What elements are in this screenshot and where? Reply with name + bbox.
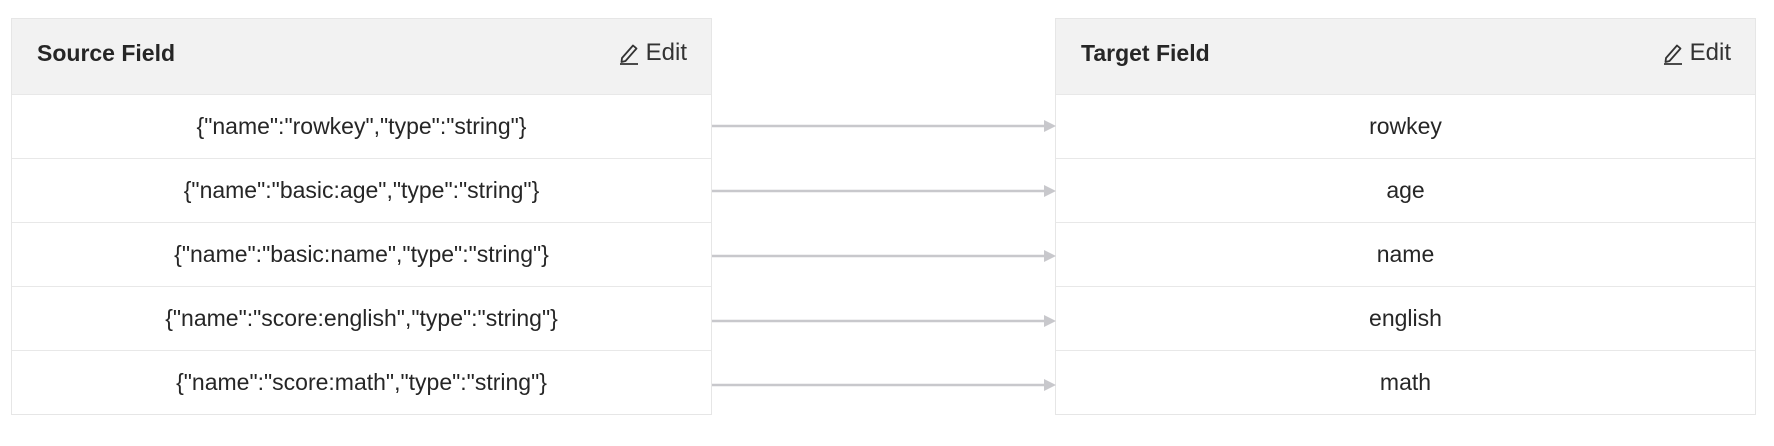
mapping-arrow bbox=[712, 185, 1056, 197]
source-row: {"name":"rowkey","type":"string"} bbox=[12, 94, 711, 158]
target-edit-button[interactable]: Edit bbox=[1662, 39, 1731, 67]
mapping-arrow bbox=[712, 250, 1056, 262]
source-row: {"name":"score:math","type":"string"} bbox=[12, 350, 711, 414]
target-edit-label: Edit bbox=[1689, 39, 1731, 66]
target-row: english bbox=[1056, 286, 1755, 350]
mapping-arrow bbox=[712, 120, 1056, 132]
target-row: math bbox=[1056, 350, 1755, 414]
target-field-header: Target Field Edit bbox=[1056, 19, 1755, 94]
target-field-title: Target Field bbox=[1081, 40, 1210, 66]
source-edit-button[interactable]: Edit bbox=[618, 39, 687, 67]
target-field-panel: Target Field Edit rowkey age name englis… bbox=[1055, 18, 1756, 415]
source-field-header: Source Field Edit bbox=[12, 19, 711, 94]
source-row: {"name":"score:english","type":"string"} bbox=[12, 286, 711, 350]
target-row: name bbox=[1056, 222, 1755, 286]
source-field-panel: Source Field Edit {"name":"rowkey","type… bbox=[11, 18, 712, 415]
target-row: age bbox=[1056, 158, 1755, 222]
pencil-icon bbox=[618, 41, 640, 65]
mapping-arrow bbox=[712, 315, 1056, 327]
pencil-icon bbox=[1662, 41, 1684, 65]
source-row: {"name":"basic:age","type":"string"} bbox=[12, 158, 711, 222]
source-row: {"name":"basic:name","type":"string"} bbox=[12, 222, 711, 286]
target-row: rowkey bbox=[1056, 94, 1755, 158]
source-field-title: Source Field bbox=[37, 40, 176, 66]
mapping-arrow bbox=[712, 379, 1056, 391]
source-edit-label: Edit bbox=[645, 39, 687, 66]
